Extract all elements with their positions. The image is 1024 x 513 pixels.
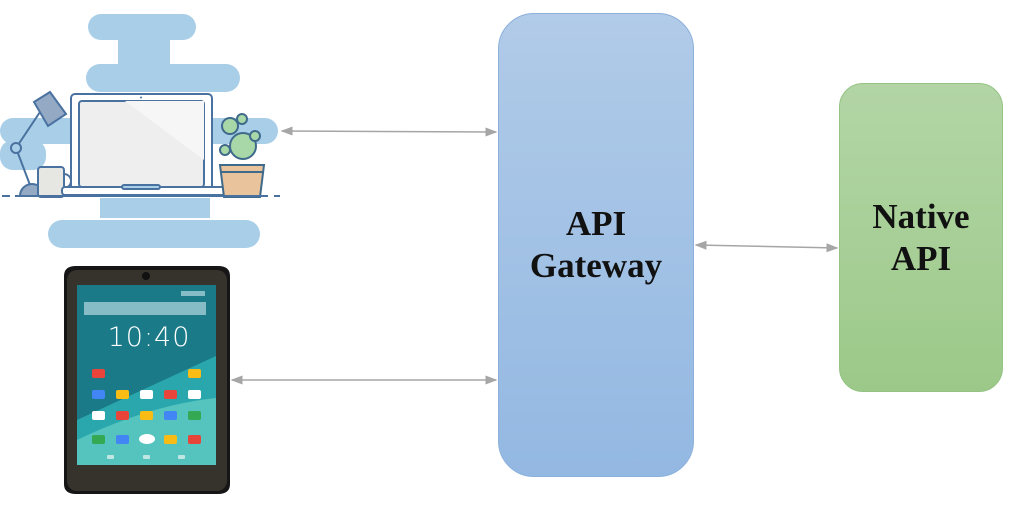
arrow-laptop-gateway (280, 126, 498, 137)
api-gateway-label: API Gateway (529, 204, 663, 285)
laptop-illustration (0, 14, 280, 248)
tablet-illustration (64, 266, 230, 494)
laptop-icon (61, 93, 239, 196)
cactus-icon (218, 113, 266, 198)
app-grid (92, 369, 201, 459)
arrow-gateway-native (694, 240, 839, 253)
native-api-box[interactable]: Native API (839, 83, 1003, 392)
api-gateway-box[interactable]: API Gateway (498, 13, 694, 477)
native-api-label: Native API (872, 196, 970, 278)
tablet-clock: 10:40 (107, 322, 191, 353)
